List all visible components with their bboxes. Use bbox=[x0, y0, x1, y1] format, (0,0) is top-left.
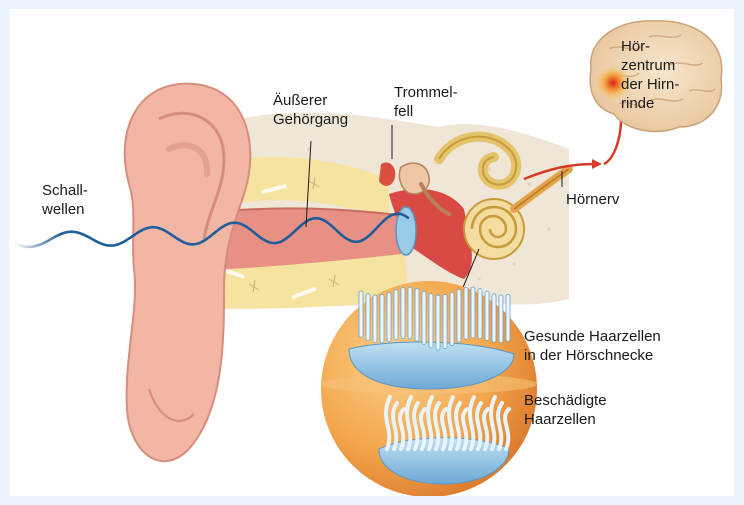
healthy-hair-cell bbox=[499, 295, 503, 343]
healthy-hair-cell bbox=[457, 290, 461, 343]
healthy-hair-cell bbox=[366, 294, 370, 341]
label-schallwellen: Schall- wellen bbox=[42, 181, 88, 219]
healthy-hair-cell bbox=[359, 291, 363, 337]
healthy-hair-cell bbox=[436, 295, 440, 350]
hair-cell-detail bbox=[321, 281, 537, 496]
healthy-hair-cell bbox=[450, 292, 454, 345]
label-hoerzentrum: Hör- zentrum der Hirn- rinde bbox=[621, 37, 679, 113]
healthy-hair-cell bbox=[478, 289, 482, 339]
diagram-frame: Schall- wellen Äußerer Gehörgang Trommel… bbox=[9, 9, 734, 496]
healthy-hair-cell bbox=[443, 294, 447, 348]
healthy-hair-cell bbox=[485, 291, 489, 340]
healthy-hair-cell bbox=[422, 291, 426, 344]
label-aeusserer-gehoergang: Äußerer Gehörgang bbox=[273, 91, 348, 129]
healthy-hair-cell bbox=[401, 288, 405, 339]
healthy-hair-cell bbox=[387, 292, 391, 341]
healthy-hair-cell bbox=[408, 287, 412, 339]
healthy-hair-cell bbox=[429, 294, 433, 348]
healthy-hair-cell bbox=[380, 294, 384, 343]
label-gesunde-haarzellen: Gesunde Haarzellen in der Hörschnecke bbox=[524, 327, 661, 365]
healthy-hair-cell bbox=[373, 295, 377, 343]
healthy-hair-cell bbox=[394, 290, 398, 340]
label-beschaedigte-haarzellen: Beschädigte Haarzellen bbox=[524, 391, 607, 429]
label-trommelfell: Trommel- fell bbox=[394, 83, 458, 121]
healthy-hair-cell bbox=[415, 288, 419, 341]
label-hoernerv: Hörnerv bbox=[566, 190, 619, 209]
healthy-hair-cell bbox=[471, 287, 475, 338]
healthy-hair-cell bbox=[506, 294, 510, 341]
healthy-hair-cell bbox=[464, 287, 468, 339]
healthy-hair-cell bbox=[492, 294, 496, 343]
